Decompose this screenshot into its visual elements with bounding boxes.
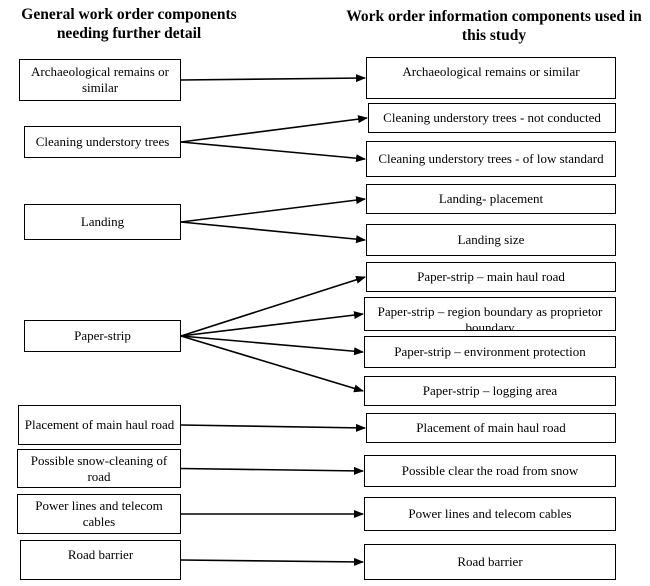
right-box-paper-strip-logging-area: Paper-strip – logging area: [364, 376, 616, 406]
right-box-placement-main-haul-road: Placement of main haul road: [366, 413, 616, 443]
left-box-placement-main-haul-road: Placement of main haul road: [18, 405, 181, 445]
left-box-archaeological-remains: Archaeological remains or similar: [19, 59, 181, 101]
right-box-paper-strip-main-haul-road: Paper-strip – main haul road: [366, 262, 616, 292]
arrow-left-1-to-right-1: [180, 115, 368, 143]
left-box-possible-snow-cleaning: Possible snow-cleaning of road: [17, 449, 181, 488]
right-box-landing-size: Landing size: [366, 224, 616, 256]
left-box-paper-strip: Paper-strip: [24, 320, 181, 352]
right-box-archaeological-remains: Archaeological remains or similar: [366, 57, 616, 99]
right-box-clear-road-from-snow: Possible clear the road from snow: [364, 455, 616, 487]
arrow-left-1-to-right-2: [180, 141, 366, 163]
left-box-power-lines-telecom: Power lines and telecom cables: [17, 494, 181, 534]
right-box-road-barrier: Road barrier: [364, 544, 616, 580]
arrow-left-3-to-right-8: [180, 335, 364, 393]
right-box-landing-placement: Landing- placement: [366, 184, 616, 214]
arrow-left-0-to-right-0: [180, 74, 366, 83]
right-box-paper-strip-environment: Paper-strip – environment protection: [364, 336, 616, 368]
right-box-power-lines-telecom: Power lines and telecom cables: [364, 497, 616, 531]
right-column-header: Work order information components used i…: [346, 8, 642, 44]
arrow-left-3-to-right-7: [180, 335, 364, 356]
right-box-cleaning-not-conducted: Cleaning understory trees - not conducte…: [368, 103, 616, 133]
arrow-left-3-to-right-5: [180, 275, 366, 337]
arrow-left-2-to-right-4: [180, 221, 366, 244]
left-column-header: General work order components needing fu…: [21, 6, 237, 42]
arrow-left-4-to-right-9: [180, 423, 366, 432]
left-box-cleaning-understory-trees: Cleaning understory trees: [24, 126, 181, 158]
left-box-road-barrier: Road barrier: [20, 540, 181, 580]
arrow-left-3-to-right-6: [180, 311, 364, 337]
arrow-left-2-to-right-3: [180, 196, 366, 223]
arrow-left-7-to-right-12: [180, 557, 364, 566]
arrow-left-5-to-right-10: [180, 466, 364, 475]
right-box-cleaning-low-standard: Cleaning understory trees - of low stand…: [366, 141, 616, 177]
right-box-paper-strip-region-boundary: Paper-strip – region boundary as proprie…: [364, 297, 616, 331]
left-box-landing: Landing: [24, 204, 181, 240]
